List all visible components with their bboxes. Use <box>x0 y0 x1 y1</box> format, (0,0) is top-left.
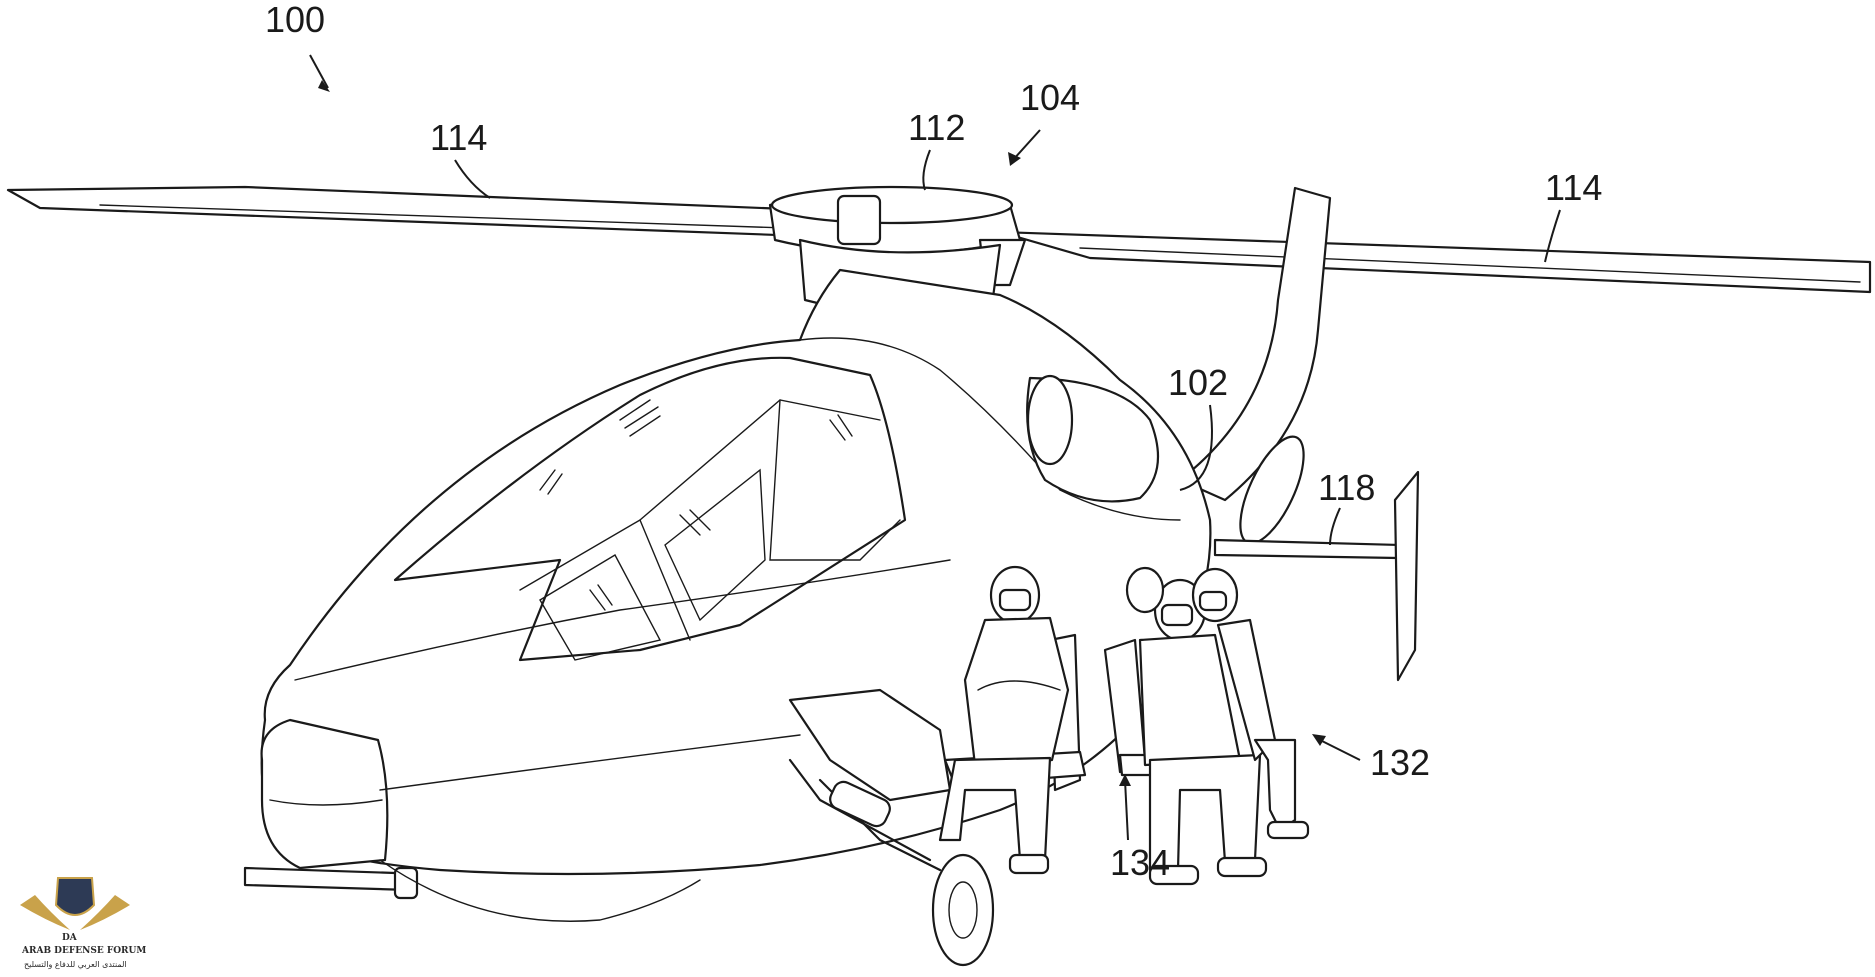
nose-cap <box>260 718 389 870</box>
fuselage <box>243 268 1212 922</box>
occupant-rear-1 <box>1138 578 1268 886</box>
watermark-title: ARAB DEFENSE FORUM <box>21 946 146 956</box>
main-rotor <box>6 185 1872 314</box>
tail-endplate <box>1393 470 1420 682</box>
tail-fin <box>1178 186 1332 502</box>
watermark-subtitle: المنتدى العربي للدفاع والتسليح <box>24 960 127 969</box>
occupant-rear-2 <box>1191 567 1310 840</box>
ref-134: 134 <box>1110 842 1170 883</box>
watermark-wing-left <box>20 895 70 930</box>
rotor-blade-left <box>6 185 862 240</box>
ref-114-left: 114 <box>430 117 487 158</box>
nose-gun <box>243 866 412 892</box>
ref-118: 118 <box>1318 467 1375 508</box>
seating-system <box>938 565 1310 886</box>
occupant-front <box>938 565 1070 875</box>
ref-132: 132 <box>1370 742 1430 783</box>
forum-watermark: DA ARAB DEFENSE FORUM المنتدى العربي للد… <box>20 877 146 969</box>
rotor-blade-right <box>998 230 1872 294</box>
tail <box>1178 186 1420 682</box>
ref-104: 104 <box>1020 77 1080 118</box>
tail-wing <box>1213 538 1402 560</box>
watermark-shield-logo <box>54 877 96 916</box>
ref-112: 112 <box>908 107 965 148</box>
main-wheel <box>931 853 995 967</box>
ref-114-right: 114 <box>1545 167 1602 208</box>
watermark-wing-right <box>80 895 130 930</box>
watermark-logo-letters: DA <box>62 933 78 943</box>
occupant-rear-3 <box>1125 566 1165 614</box>
ref-102: 102 <box>1168 362 1228 403</box>
reference-numerals: 100 104 112 114 114 102 118 132 134 <box>265 0 1602 883</box>
ref-100: 100 <box>265 0 325 40</box>
